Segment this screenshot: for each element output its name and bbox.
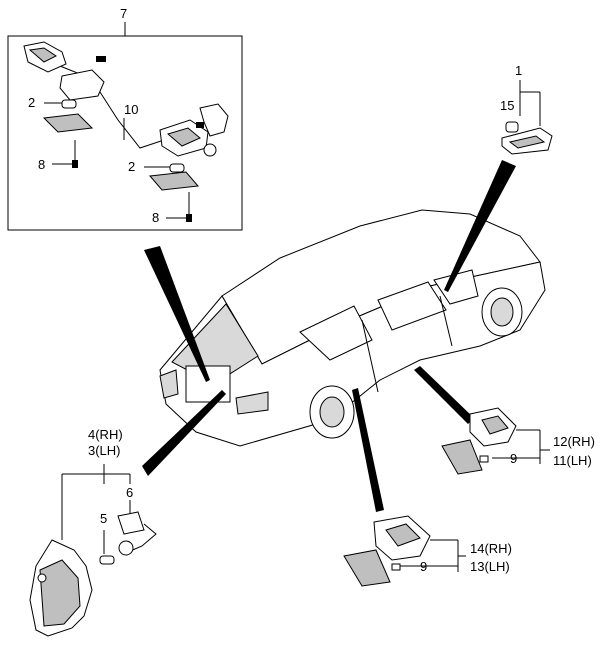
lens-left (42, 113, 94, 133)
label-13-lh: 13(LH) (470, 559, 510, 574)
rear-combination-lamp (29, 464, 157, 637)
label-2-right: 2 (128, 159, 135, 174)
label-12-rh: 12(RH) (553, 434, 595, 449)
label-8-left: 8 (38, 157, 45, 172)
label-9-front: 9 (510, 451, 517, 466)
label-5: 5 (100, 511, 107, 526)
label-10: 10 (124, 102, 138, 117)
label-3-lh: 3(LH) (88, 443, 121, 458)
front-door-courtesy-lamp (441, 407, 550, 475)
label-14-rh: 14(RH) (470, 541, 512, 556)
license-lamp-inset (7, 22, 243, 231)
car-body (159, 209, 546, 447)
left-plate-lamp (23, 41, 106, 101)
rear-door-courtesy-lamp (343, 515, 466, 587)
lens-right (149, 171, 199, 191)
screw-right (166, 192, 192, 222)
label-1: 1 (515, 63, 522, 78)
room-lamp-assembly (501, 80, 553, 155)
leader-front-door-lamp (414, 366, 474, 424)
leader-tail-lamp (142, 390, 226, 476)
label-9-rear: 9 (420, 559, 427, 574)
screw-left (52, 140, 78, 168)
label-8-right: 8 (152, 210, 159, 225)
bulb-left (44, 99, 77, 109)
bulb-right (144, 163, 185, 173)
label-2-left: 2 (28, 95, 35, 110)
label-6: 6 (126, 485, 133, 500)
label-7: 7 (120, 6, 127, 21)
label-4-rh: 4(RH) (88, 427, 123, 442)
leader-room-lamp (444, 160, 516, 292)
leader-rear-door-lamp (352, 388, 384, 512)
label-11-lh: 11(LH) (553, 453, 592, 468)
leader-plate-lamp (144, 246, 210, 382)
right-plate-lamp (159, 103, 229, 157)
part-labels: 7 10 2 2 8 8 1 15 4(RH) 3(LH) 5 6 12(RH)… (28, 6, 595, 574)
label-15: 15 (500, 98, 514, 113)
